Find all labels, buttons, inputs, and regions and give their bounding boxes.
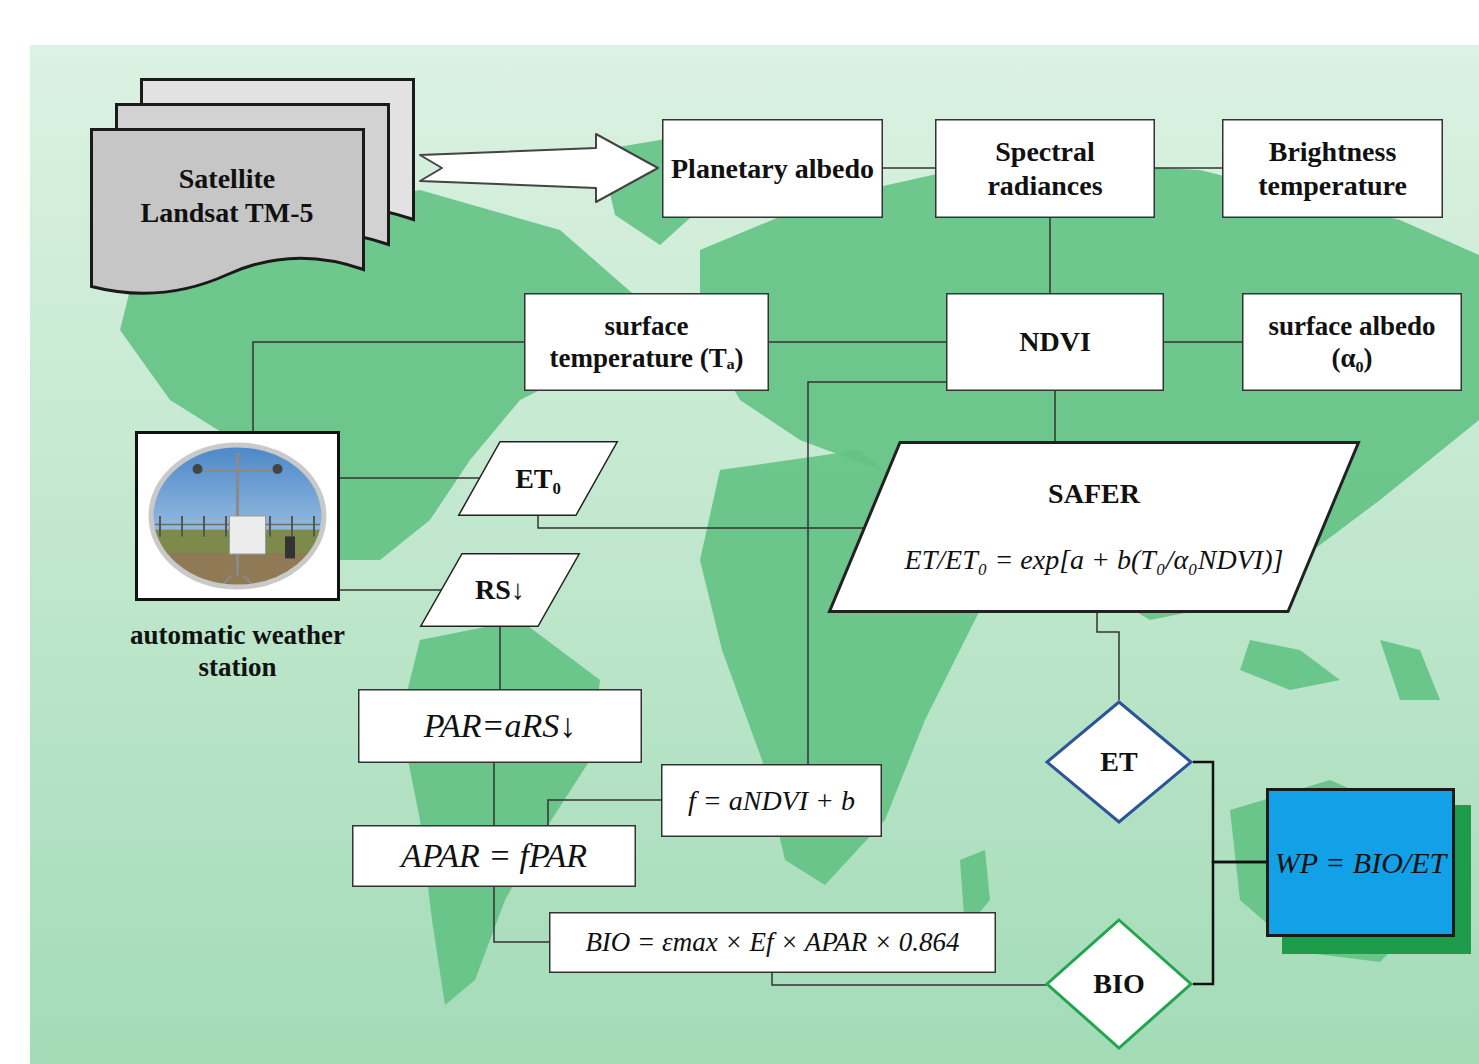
formula-box: f = aNDVI + b xyxy=(661,764,882,837)
text-holder: WP = BIO/ET xyxy=(1266,788,1455,937)
text-holder: PAR=aRS↓ xyxy=(358,689,642,763)
station-photo: automatic weather station xyxy=(135,431,340,601)
process-box xyxy=(1242,293,1462,391)
node-label: SAFER xyxy=(1048,477,1140,511)
result-box: WP = BIO/ET xyxy=(1266,788,1455,937)
text-holder: f = aNDVI + b xyxy=(661,764,882,837)
process-box: NDVI xyxy=(946,293,1164,391)
text-holder: surface temperature (Tₐ) xyxy=(524,293,769,391)
text-holder: surface albedo (α₀) xyxy=(1242,293,1462,391)
connector xyxy=(769,341,946,343)
text-holder: ET xyxy=(1045,700,1193,824)
node-label: BIO xyxy=(1093,967,1144,1001)
input-parallelogram: RS↓ xyxy=(420,553,580,627)
text-holder: Satellite Landsat TM-5 xyxy=(127,128,327,263)
node-label: Satellite Landsat TM-5 xyxy=(127,162,327,229)
process-box xyxy=(1222,119,1443,218)
node-label: Brightness temperature xyxy=(1230,135,1435,202)
satellite-pages: Satellite Landsat TM-5 xyxy=(90,78,415,295)
hollow-arrow xyxy=(420,134,658,202)
formula-box: PAR=aRS↓ xyxy=(358,689,642,763)
process-box: surface temperature (Tₐ) xyxy=(524,293,769,391)
node-label: NDVI xyxy=(1019,325,1091,359)
model-parallelogram: SAFER ET/ET₀ = exp[a + b(T₀/α₀NDVI)] xyxy=(828,441,1360,613)
process-box xyxy=(524,293,769,391)
connector xyxy=(772,973,1046,985)
text-holder: Planetary albedo xyxy=(662,119,883,218)
process-box: Planetary albedo xyxy=(662,119,883,218)
text-holder: Spectral radiances xyxy=(935,119,1155,218)
node-label: Spectral radiances xyxy=(943,135,1147,202)
formula-box: BIO = εmax × Ef × APAR × 0.864 xyxy=(549,912,996,973)
text-holder: BIO xyxy=(1045,918,1193,1050)
connector xyxy=(1193,762,1266,862)
node-formula: ET/ET₀ = exp[a + b(T₀/α₀NDVI)] xyxy=(905,543,1284,577)
connector xyxy=(493,763,495,825)
connector xyxy=(1097,613,1119,700)
connector xyxy=(499,627,501,689)
text-holder: NDVI xyxy=(946,293,1164,391)
node-label: surface albedo (α₀) xyxy=(1250,310,1454,375)
node-label: PAR=aRS↓ xyxy=(424,706,577,747)
node-label: automatic weather station xyxy=(105,619,370,684)
text-holder: APAR = fPAR xyxy=(352,825,636,887)
model-parallelogram xyxy=(828,441,1360,613)
connector xyxy=(883,167,935,169)
node-label: surface temperature (Tₐ) xyxy=(532,310,761,375)
node-label: f = aNDVI + b xyxy=(688,784,855,818)
connector xyxy=(494,887,549,942)
station-photo xyxy=(135,431,340,601)
connector xyxy=(1054,391,1056,441)
connector xyxy=(538,516,864,528)
node-label: APAR = fPAR xyxy=(401,836,587,877)
node-label: ET xyxy=(1100,745,1137,779)
process-box xyxy=(935,119,1155,218)
node-label: ET₀ xyxy=(515,462,561,496)
connector xyxy=(548,800,661,825)
process-box: surface albedo (α₀) xyxy=(1242,293,1462,391)
connector xyxy=(340,589,441,591)
process-box: Brightness temperature xyxy=(1222,119,1443,218)
text-holder: SAFER ET/ET₀ = exp[a + b(T₀/α₀NDVI)] xyxy=(828,441,1360,613)
node-label: Planetary albedo xyxy=(671,152,874,186)
node-label: WP = BIO/ET xyxy=(1275,845,1446,881)
connector xyxy=(340,477,479,479)
connector xyxy=(1193,862,1266,984)
connector xyxy=(1155,167,1222,169)
text-holder: BIO = εmax × Ef × APAR × 0.864 xyxy=(549,912,996,973)
output-diamond: ET xyxy=(1045,700,1193,824)
formula-box: APAR = fPAR xyxy=(352,825,636,887)
text-holder: Brightness temperature xyxy=(1222,119,1443,218)
text-holder: automatic weather station xyxy=(75,619,400,684)
input-parallelogram: ET₀ xyxy=(458,441,618,516)
process-box: Spectral radiances xyxy=(935,119,1155,218)
text-holder: ET₀ xyxy=(458,441,618,516)
node-label: RS↓ xyxy=(475,573,525,607)
connector xyxy=(1049,218,1051,293)
connector xyxy=(253,342,524,431)
node-label: BIO = εmax × Ef × APAR × 0.864 xyxy=(585,926,959,958)
text-holder: RS↓ xyxy=(420,553,580,627)
output-diamond: BIO xyxy=(1045,918,1193,1050)
connector xyxy=(1164,341,1242,343)
